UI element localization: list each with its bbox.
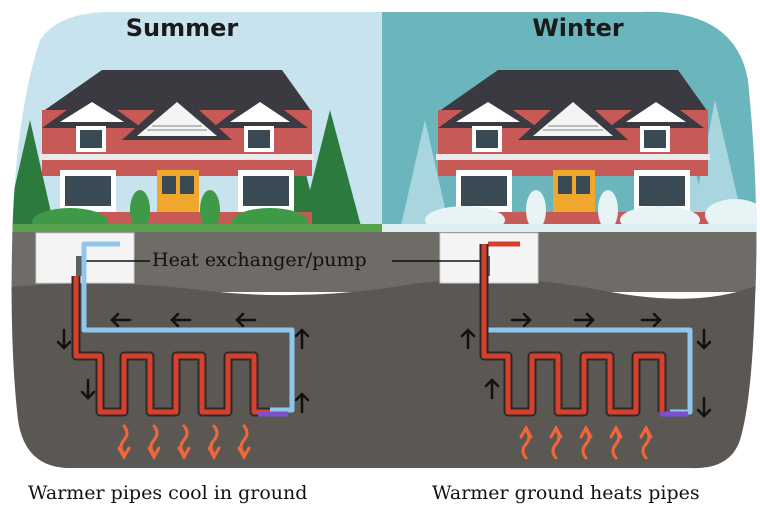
heat-exchanger-label: Heat exchanger/pump [152,249,367,271]
summer-caption: Warmer pipes cool in ground [28,482,308,504]
winter-caption: Warmer ground heats pipes [432,482,700,504]
ground-upper [11,232,757,292]
summer-heat-waves [117,424,251,461]
winter-snow-ground [382,224,757,234]
ground [11,278,757,469]
summer-title: Summer [125,14,239,42]
winter-flow-arrows [460,312,712,418]
summer-flow-arrows [56,312,310,414]
winter-heat-waves [519,424,653,460]
summer-pipe-loop [71,241,295,417]
winter-title: Winter [532,14,624,42]
summer-grass [11,224,382,234]
winter-heat-exchanger-box [439,232,539,284]
winter-pipe-loop [479,241,693,417]
